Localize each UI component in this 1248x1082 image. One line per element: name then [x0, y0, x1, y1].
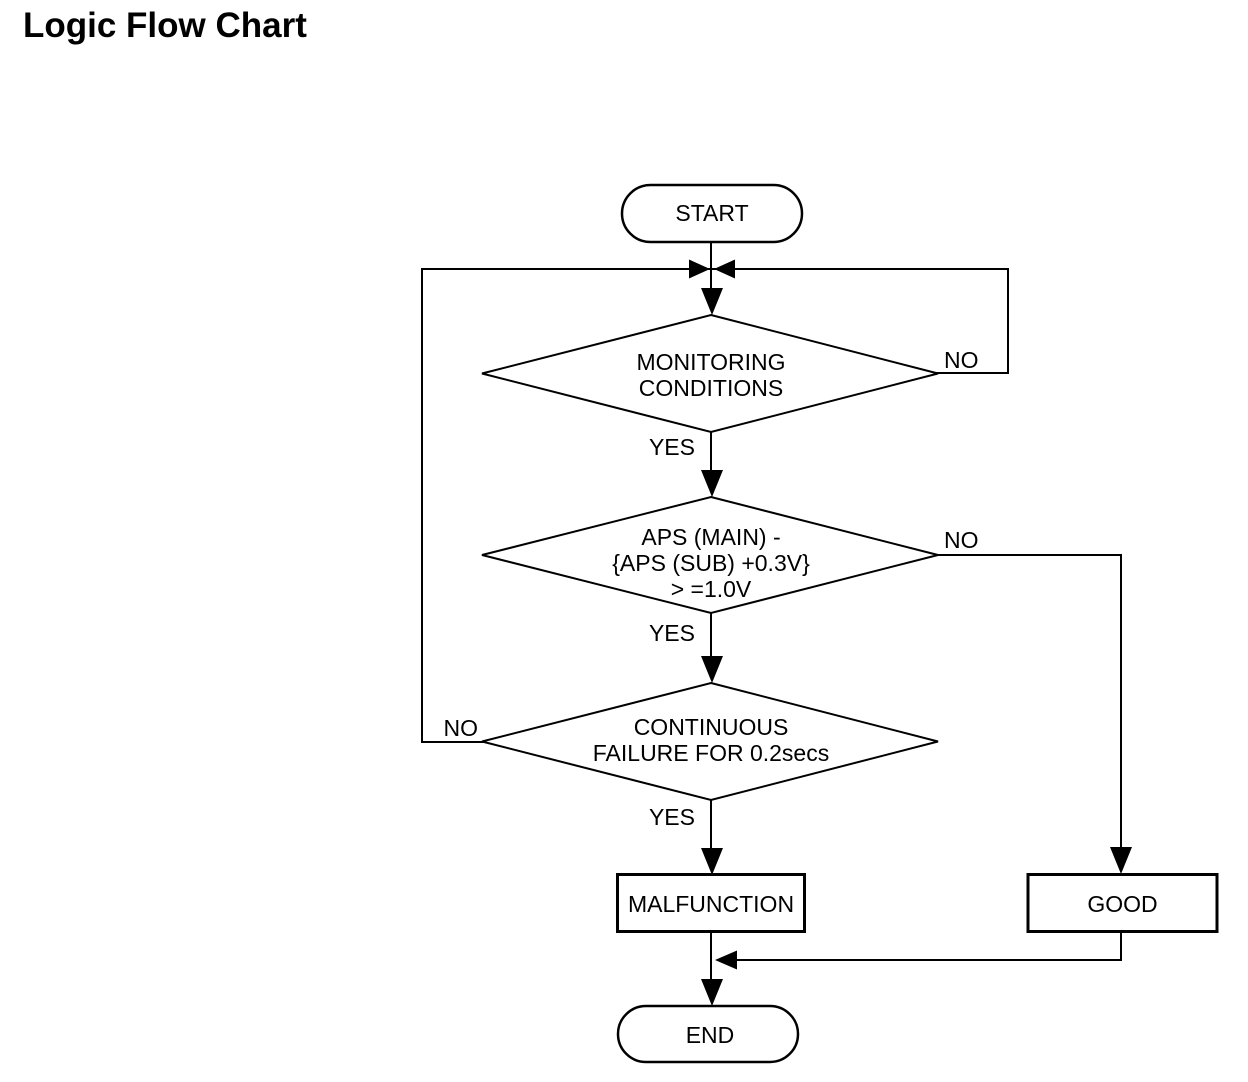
- edge-labels: YES NO YES NO YES NO: [444, 347, 979, 830]
- arrowhead-merge-from-right: [714, 259, 735, 279]
- node-labels: START MONITORING CONDITIONS APS (MAIN) -…: [593, 200, 1158, 1048]
- malfunction-node-label: MALFUNCTION: [628, 891, 794, 917]
- continuous-no-label: NO: [444, 715, 479, 741]
- node-shapes: [481, 183, 1219, 1064]
- arrowhead-into-continuous: [701, 656, 723, 683]
- end-terminator-shape: [616, 1004, 800, 1064]
- start-node-label: START: [675, 200, 748, 226]
- good-node-label: GOOD: [1087, 891, 1157, 917]
- continuous-yes-label: YES: [649, 804, 695, 830]
- arrowhead-into-malfunction: [701, 848, 723, 875]
- end-node-label: END: [686, 1022, 735, 1048]
- arrowhead-into-aps: [701, 470, 723, 497]
- arrowhead-into-monitoring: [701, 288, 723, 315]
- arrowhead-merge-from-left: [689, 259, 710, 279]
- aps-no-label: NO: [944, 527, 979, 553]
- aps-decision-shape: [481, 495, 939, 615]
- aps-yes-label: YES: [649, 620, 695, 646]
- continuous-decision-line2: FAILURE FOR 0.2secs: [593, 740, 829, 766]
- arrowhead-into-end: [701, 979, 723, 1006]
- start-terminator-shape: [620, 183, 804, 244]
- good-process-shape: [1026, 873, 1219, 933]
- monitoring-decision-line2: CONDITIONS: [639, 375, 783, 401]
- monitoring-decision-line1: MONITORING: [636, 349, 785, 375]
- monitoring-no-label: NO: [944, 347, 979, 373]
- aps-decision-line1: APS (MAIN) -: [641, 524, 780, 550]
- monitoring-yes-label: YES: [649, 434, 695, 460]
- arrowhead-into-good: [1110, 847, 1132, 874]
- arrowheads: [689, 259, 1132, 1006]
- page-title: Logic Flow Chart: [23, 6, 307, 45]
- monitoring-decision-shape: [481, 313, 939, 434]
- continuous-decision-shape: [481, 681, 939, 802]
- aps-decision-line2: {APS (SUB) +0.3V}: [612, 550, 810, 576]
- continuous-decision-line1: CONTINUOUS: [634, 714, 789, 740]
- malfunction-process-shape: [616, 873, 806, 933]
- arrowhead-merge-into-end-line: [715, 950, 737, 970]
- aps-decision-line3: > =1.0V: [671, 576, 752, 602]
